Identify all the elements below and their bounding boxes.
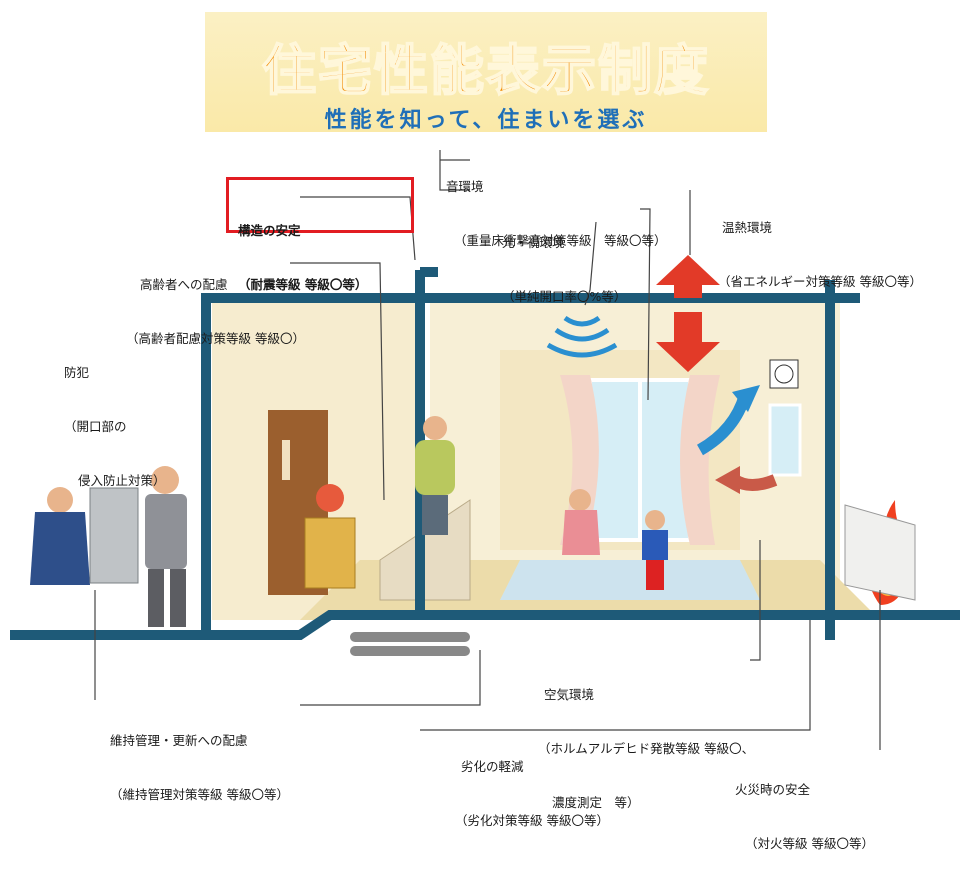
label-title: 音環境 bbox=[446, 179, 484, 194]
label-detail: （高齢者配慮対策等級 等級〇） bbox=[126, 331, 305, 346]
label-detail: （維持管理対策等級 等級〇等） bbox=[110, 787, 289, 802]
label-detail: 侵入防止対策） bbox=[78, 473, 166, 488]
label-title: 火災時の安全 bbox=[735, 782, 811, 797]
title-banner: 住宅性能表示制度 性能を知って、住まいを選ぶ bbox=[205, 12, 767, 133]
elderly-person bbox=[415, 416, 455, 535]
label-structural-stability: 構造の安定 （耐震等級 等級〇等） bbox=[238, 186, 367, 312]
fan-icon bbox=[769, 359, 799, 389]
label-detail: （重量床衝撃音対策等級 等級〇等） bbox=[454, 233, 667, 248]
label-sound-environment: 音環境 （重量床衝撃音対策等級 等級〇等） bbox=[446, 142, 667, 268]
house-cross-section-illustration bbox=[10, 150, 960, 750]
label-detail: （単純開口率〇%等） bbox=[502, 289, 627, 304]
workers bbox=[30, 466, 187, 627]
banner-subtitle: 性能を知って、住まいを選ぶ bbox=[324, 108, 648, 133]
mother-and-child bbox=[562, 489, 668, 590]
highlight-frame-structure bbox=[226, 177, 414, 233]
flowers bbox=[316, 484, 344, 512]
label-title: 光・視環境 bbox=[502, 235, 565, 250]
label-title: 劣化の軽減 bbox=[461, 759, 524, 774]
curtain-right bbox=[680, 375, 720, 545]
label-detail: （開口部の bbox=[64, 419, 127, 434]
label-title: 温熱環境 bbox=[722, 220, 773, 235]
label-fire-safety: 火災時の安全 （対火等級 等級〇等） bbox=[735, 745, 874, 871]
label-title: 防犯 bbox=[64, 365, 90, 380]
label-title: 空気環境 bbox=[544, 687, 595, 702]
cabinet bbox=[304, 517, 356, 589]
house-frame bbox=[10, 270, 960, 640]
foundation-pipes bbox=[350, 632, 470, 642]
label-thermal-environment: 温熱環境 （省エネルギー対策等級 等級〇等） bbox=[718, 183, 922, 309]
banner-title: 住宅性能表示制度 bbox=[261, 38, 710, 103]
label-detail: 濃度測定 等） bbox=[552, 795, 640, 810]
leader-lines bbox=[94, 150, 881, 750]
label-title: 構造の安定 bbox=[238, 223, 301, 238]
label-detail: （ホルムアルデヒド発散等級 等級〇、 bbox=[538, 741, 755, 756]
label-air-environment: 空気環境 （ホルムアルデヒド発散等級 等級〇、 濃度測定 等） bbox=[538, 650, 754, 830]
label-detail: （耐震等級 等級〇等） bbox=[238, 277, 368, 292]
label-title: 高齢者への配慮 bbox=[140, 277, 228, 292]
rug bbox=[500, 560, 760, 600]
label-detail: （対火等級 等級〇等） bbox=[745, 836, 874, 851]
label-elderly-consideration: 高齢者への配慮 （高齢者配慮対策等級 等級〇） bbox=[126, 240, 305, 366]
sound-waves bbox=[546, 315, 618, 358]
label-title: 維持管理・更新への配慮 bbox=[110, 733, 248, 748]
label-crime-prevention: 防犯 （開口部の 侵入防止対策） bbox=[64, 328, 166, 508]
air-arrow-in bbox=[731, 474, 778, 491]
utility-meter-box bbox=[89, 487, 139, 584]
label-maintenance: 維持管理・更新への配慮 （維持管理対策等級 等級〇等） bbox=[110, 696, 289, 822]
label-detail: （省エネルギー対策等級 等級〇等） bbox=[718, 274, 922, 289]
exterior-wall bbox=[844, 504, 916, 601]
heat-arrows bbox=[656, 255, 720, 372]
label-light-environment: 光・視環境 （単純開口率〇%等） bbox=[502, 198, 626, 324]
